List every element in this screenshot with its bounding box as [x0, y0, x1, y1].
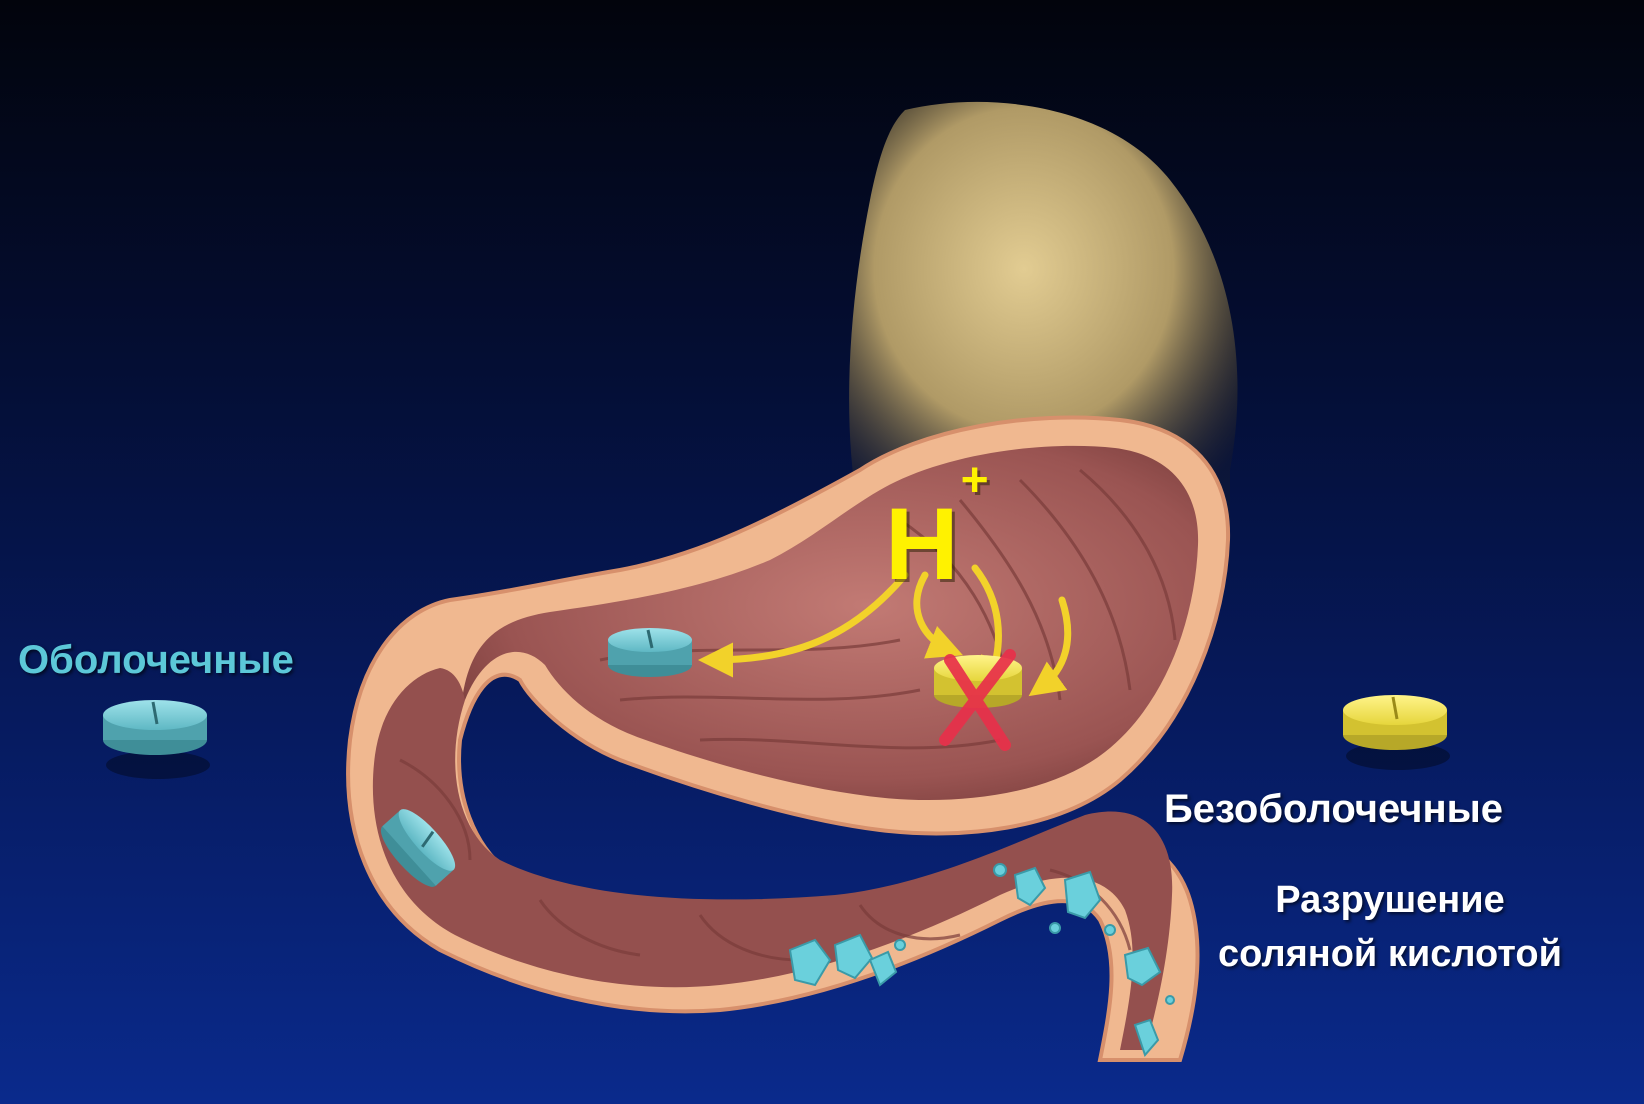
hydrogen-ion-label: H+ — [885, 478, 989, 595]
coated-label: Оболочечные — [18, 638, 294, 683]
destruction-label: Разрушение соляной кислотой — [1200, 873, 1580, 981]
ion-symbol: H — [885, 487, 959, 601]
teal-pill-icon — [608, 628, 692, 677]
uncoated-label: Безоболочечные — [1164, 787, 1503, 832]
destruction-line-2: соляной кислотой — [1200, 927, 1580, 981]
yellow-pill-icon — [1343, 695, 1450, 770]
ion-charge: + — [961, 454, 989, 507]
destruction-line-1: Разрушение — [1200, 873, 1580, 927]
teal-pill-icon — [103, 700, 210, 779]
